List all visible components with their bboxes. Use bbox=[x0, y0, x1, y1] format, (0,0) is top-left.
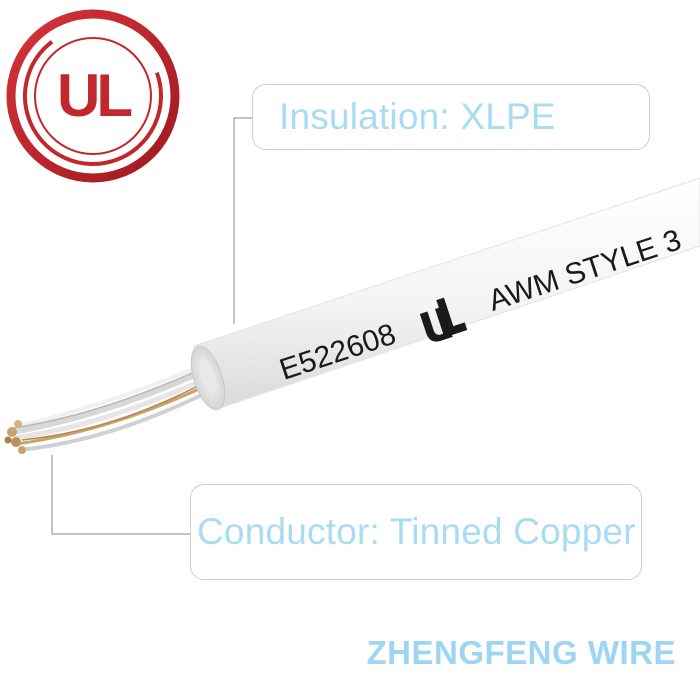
ul-recognized-mark-icon bbox=[419, 297, 468, 342]
brand-name: ZHENGFENG WIRE bbox=[366, 634, 676, 671]
insulation-callout: Insulation: XLPE bbox=[252, 84, 650, 150]
ul-logo-text: UL bbox=[57, 62, 131, 129]
insulation-label: Insulation: XLPE bbox=[279, 96, 556, 137]
conductor-callout: Conductor: Tinned Copper bbox=[190, 484, 642, 580]
conductor-leader-line bbox=[51, 455, 190, 535]
cable-jacket bbox=[190, 177, 700, 411]
tinned-copper-conductor bbox=[4, 360, 217, 454]
conductor-label: Conductor: Tinned Copper bbox=[197, 511, 636, 552]
insulation-leader-line bbox=[233, 117, 252, 324]
ul-logo: UL bbox=[6, 9, 180, 183]
